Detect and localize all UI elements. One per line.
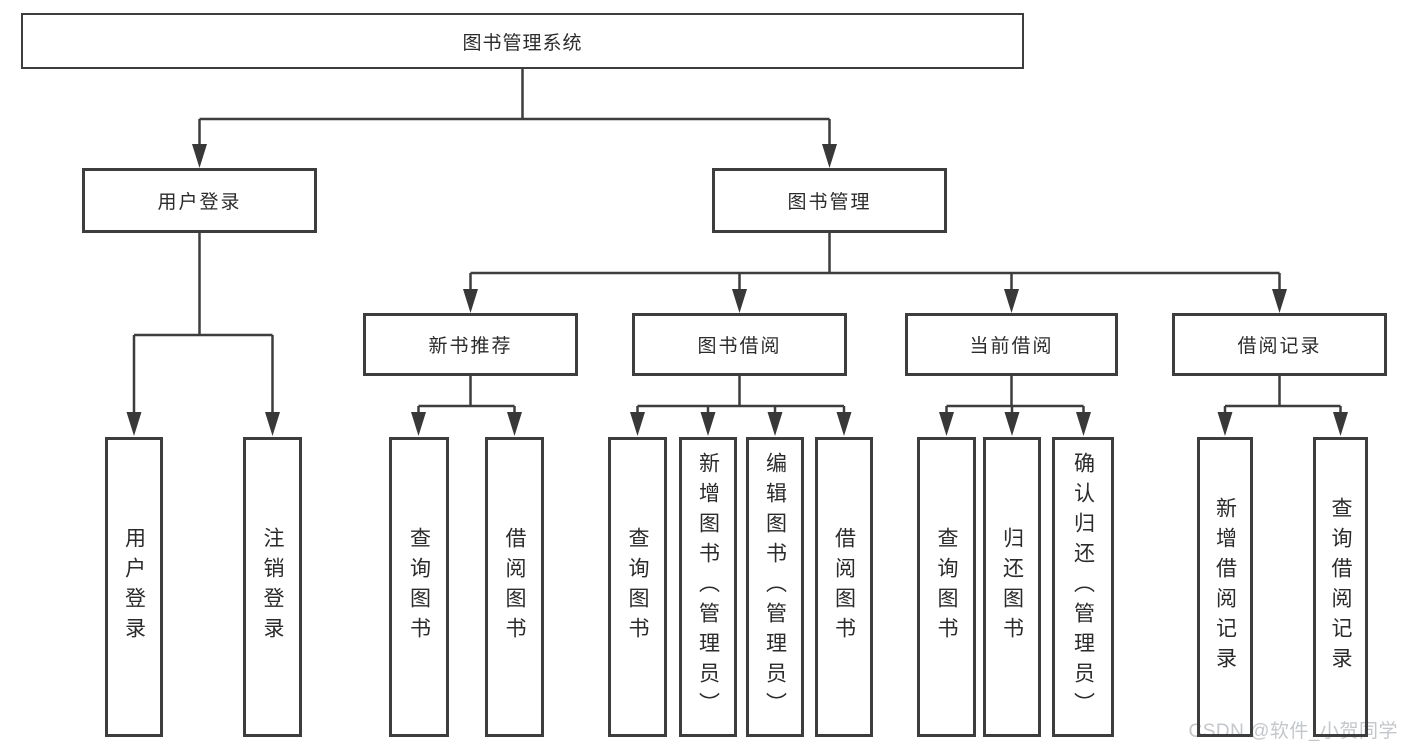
leaf-label: 注销登录 [261, 527, 284, 647]
arrowhead [732, 289, 747, 313]
leaf-label: 查询图书 [626, 527, 649, 647]
watermark: CSDN @软件_小贺同学 [1188, 721, 1398, 742]
node-label: 当前借阅 [969, 336, 1054, 357]
leaf-label: 查询图书 [407, 527, 431, 647]
leaf-label: 归还图书 [1000, 527, 1024, 647]
leaf-query-books-3: 查询图书 [917, 437, 976, 737]
arrowhead [630, 412, 645, 436]
leaf-label: 查询借阅记录 [1329, 497, 1352, 677]
arrowhead [1333, 412, 1348, 436]
arrowhead [1004, 289, 1019, 313]
arrowhead [767, 412, 783, 436]
node-borrow-records: 借阅记录 [1172, 313, 1387, 376]
leaf-borrow-books-2: 借阅图书 [815, 437, 873, 737]
connector-new-book-to-leaves [417, 376, 516, 414]
leaf-borrow-books-1: 借阅图书 [485, 437, 544, 737]
arrowhead [265, 412, 280, 436]
arrowhead [192, 144, 207, 168]
leaf-return-books: 归还图书 [983, 437, 1041, 737]
node-label: 新书推荐 [428, 336, 513, 357]
leaf-add-books-admin: 新增图书（管理员） [679, 437, 737, 737]
connector-book-management-to-level3 [469, 233, 1281, 291]
node-user-login: 用户登录 [82, 168, 317, 233]
node-current-borrow: 当前借阅 [905, 313, 1118, 376]
arrowhead [822, 144, 837, 168]
connector-book-borrow-to-leaves [636, 376, 846, 414]
node-root: 图书管理系统 [21, 13, 1024, 69]
leaf-query-books-2: 查询图书 [608, 437, 667, 737]
leaf-label: 新增借阅记录 [1213, 497, 1237, 677]
node-book-borrow: 图书借阅 [632, 313, 847, 376]
node-label: 用户登录 [157, 192, 242, 213]
leaf-logout: 注销登录 [243, 437, 302, 737]
connector-current-borrow-to-leaves [945, 376, 1085, 414]
arrowhead [463, 289, 478, 313]
node-label: 图书管理 [787, 192, 872, 213]
leaf-query-borrow-record: 查询借阅记录 [1313, 437, 1368, 737]
leaf-edit-books-admin: 编辑图书（管理员） [746, 437, 804, 737]
leaf-query-books-1: 查询图书 [389, 437, 449, 737]
connector-user-login-to-leaves [132, 233, 274, 414]
node-book-management: 图书管理 [712, 168, 947, 233]
leaf-label: 编辑图书（管理员） [763, 452, 787, 722]
leaf-label: 查询图书 [935, 527, 958, 647]
arrowhead [411, 412, 426, 436]
node-root-label: 图书管理系统 [462, 32, 583, 54]
node-label: 借阅记录 [1237, 336, 1322, 357]
leaf-label: 新增图书（管理员） [696, 452, 720, 722]
node-new-book-recommend: 新书推荐 [363, 313, 578, 376]
arrowhead [836, 412, 852, 436]
leaf-add-borrow-record: 新增借阅记录 [1197, 437, 1253, 737]
arrowhead [507, 412, 522, 436]
arrowhead [1272, 289, 1287, 313]
connector-root-to-level2 [198, 69, 831, 146]
leaf-label: 借阅图书 [832, 527, 856, 647]
leaf-confirm-return-admin: 确认归还（管理员） [1052, 437, 1114, 737]
arrowhead [939, 412, 954, 436]
leaf-user-login: 用户登录 [105, 437, 163, 737]
arrowhead [1004, 412, 1020, 436]
leaf-label: 确认归还（管理员） [1071, 452, 1095, 722]
arrowhead [1217, 412, 1233, 436]
arrowhead [700, 412, 716, 436]
leaf-label: 借阅图书 [503, 527, 526, 647]
connector-borrow-records-to-leaves [1223, 376, 1342, 414]
arrowhead [126, 412, 142, 436]
node-label: 图书借阅 [697, 336, 782, 357]
arrowhead [1076, 412, 1091, 436]
leaf-label: 用户登录 [122, 527, 146, 647]
